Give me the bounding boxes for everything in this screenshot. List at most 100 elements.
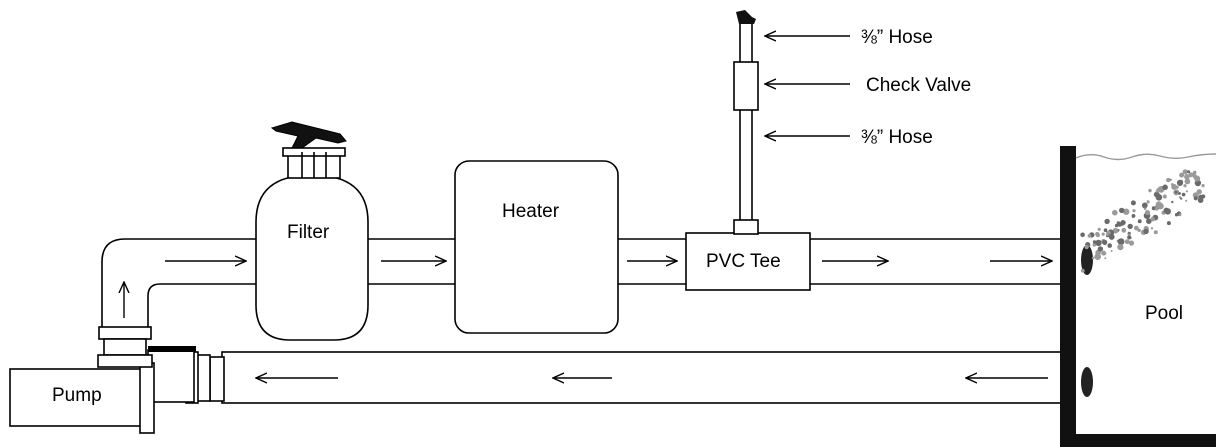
bubble [1174, 213, 1179, 217]
bubble [1130, 200, 1136, 206]
bubble [1132, 215, 1135, 218]
bubble [1087, 234, 1092, 238]
bubble [1171, 200, 1174, 204]
bubble [1155, 190, 1159, 193]
bubble [1175, 185, 1179, 189]
bubble [1178, 213, 1182, 217]
bubble [1196, 189, 1202, 195]
bubble [1132, 209, 1136, 213]
bubble [1080, 232, 1085, 238]
bubble [1141, 202, 1148, 209]
bubble [1097, 246, 1104, 252]
bubble [1080, 268, 1085, 273]
pool: Pool [1060, 146, 1216, 447]
bubble [1179, 172, 1185, 178]
bubble [1178, 196, 1181, 199]
bubble [1103, 228, 1108, 232]
bubble [1193, 196, 1198, 201]
bubble [1164, 208, 1172, 215]
bubble [1106, 230, 1111, 235]
bubble [1144, 210, 1151, 216]
bubble [1157, 202, 1164, 210]
bubble [1092, 242, 1097, 247]
bubble [1110, 250, 1113, 252]
bubble [1120, 220, 1126, 226]
bubble [1095, 239, 1102, 247]
heater-label: Heater [502, 201, 560, 222]
bubble [1180, 197, 1183, 200]
bubble [1128, 240, 1135, 246]
water-bubbles [1080, 169, 1206, 273]
bubble [1153, 230, 1158, 235]
bubble [1171, 183, 1174, 186]
flow-arrows [124, 261, 1052, 378]
bubble [1143, 228, 1149, 235]
bubble [1187, 170, 1191, 174]
bubble [1185, 199, 1188, 202]
bubble [1108, 234, 1115, 240]
bubble [1151, 206, 1156, 211]
supply-pipe [101, 238, 1060, 334]
bubble [1194, 175, 1201, 182]
bubble [1143, 207, 1147, 210]
bubble [1166, 221, 1171, 226]
bubble [1091, 256, 1095, 260]
bubble [1155, 206, 1159, 211]
bubble [1166, 177, 1171, 183]
bubble [1146, 218, 1152, 224]
bubble [1084, 245, 1089, 250]
bubble [1123, 208, 1130, 215]
bubble [1148, 188, 1152, 193]
bubble [1114, 223, 1119, 228]
bubble [1112, 227, 1119, 234]
bubble [1137, 228, 1141, 232]
bubble [1192, 192, 1199, 199]
bubble [1198, 194, 1204, 200]
bubble [1176, 179, 1184, 186]
bubble [1182, 169, 1188, 175]
bubble [1191, 172, 1196, 177]
bubble [1124, 239, 1130, 245]
bubble [1155, 194, 1163, 201]
hose-bottom-label: ⅜” Hose [861, 127, 933, 148]
bubble [1174, 190, 1178, 194]
bubble [1127, 223, 1133, 230]
pvc-tee: PVC Tee [685, 219, 811, 291]
bubble [1117, 238, 1125, 246]
filter: Filter [255, 121, 369, 341]
filter-label: Filter [287, 222, 330, 243]
bubble [1150, 227, 1154, 230]
bubble [1107, 243, 1112, 248]
bubble [1146, 200, 1150, 204]
bubble [1181, 192, 1186, 197]
bubble [1104, 257, 1107, 260]
hose-assembly [733, 10, 759, 220]
bubble [1097, 227, 1101, 231]
bubble [1137, 219, 1142, 224]
callouts: ⅜” Hose Check Valve ⅜” Hose [765, 27, 971, 148]
bubble [1121, 227, 1127, 233]
heater: Heater [454, 160, 619, 334]
bubble [1183, 184, 1187, 188]
bubble [1178, 192, 1181, 195]
bubble [1102, 239, 1108, 245]
bubble [1116, 221, 1121, 225]
bubble [1112, 209, 1118, 216]
bubble [1095, 232, 1101, 238]
bubble [1162, 184, 1168, 191]
check-valve-label: Check Valve [866, 75, 971, 96]
bubble [1184, 178, 1191, 185]
hose-top-label: ⅜” Hose [861, 27, 933, 48]
bubble [1150, 216, 1156, 222]
bubble [1101, 232, 1105, 236]
bubble [1134, 225, 1139, 231]
pump-label: Pump [52, 385, 102, 406]
pvc-tee-label: PVC Tee [706, 251, 781, 272]
bubble [1104, 218, 1110, 225]
bubble [1128, 231, 1131, 235]
bubble [1127, 235, 1132, 240]
bubble [1201, 184, 1205, 188]
bubble [1101, 250, 1107, 256]
bubble [1092, 240, 1097, 244]
